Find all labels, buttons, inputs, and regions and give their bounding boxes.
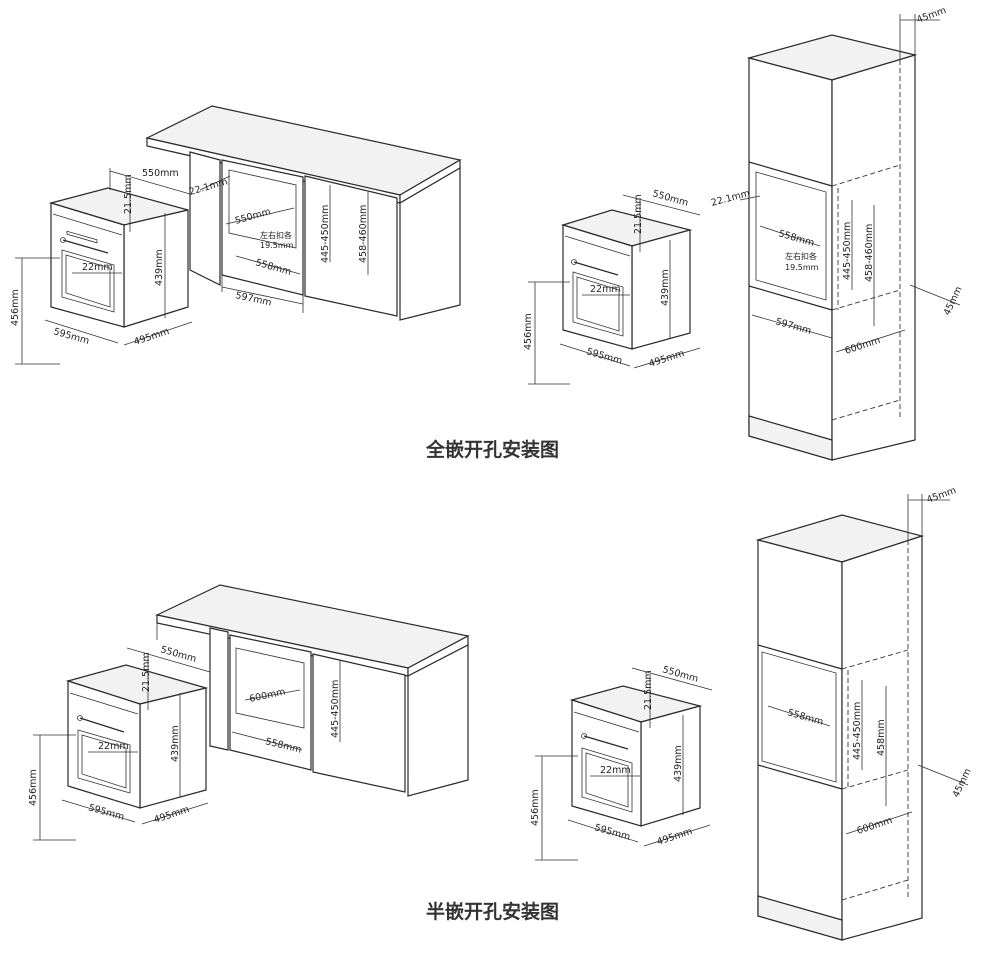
dim-opening-height: 445-450mm — [842, 222, 853, 280]
half-left-cabinet: 600mm 445-450mm 558mm — [155, 584, 470, 797]
dim-top-gap: 21.5mm — [141, 652, 152, 692]
oven-window — [581, 747, 633, 813]
right-door — [304, 175, 398, 317]
dim-top-gap: 21.5mm — [123, 174, 134, 214]
dim-width: 595mm — [52, 326, 90, 347]
oven-window-inner — [576, 276, 620, 332]
dim-outer-height: 458-460mm — [864, 224, 875, 282]
opening-inner — [228, 169, 297, 249]
tall-side — [841, 535, 923, 941]
oven-front-face — [50, 202, 125, 328]
tall-oven-opening — [755, 171, 827, 301]
note-line2: 19.5mm — [260, 241, 294, 250]
dim-body-depth: 495mm — [648, 348, 686, 370]
oven-handle — [583, 735, 629, 750]
oven-window-inner — [81, 734, 127, 789]
half-right-oven: 550mm 21.5mm 22mm 439mm 456mm 595mm 495m… — [530, 664, 713, 861]
tall-side — [831, 54, 916, 461]
oven-opening — [221, 159, 304, 296]
oven-window-inner — [65, 254, 111, 308]
cabinet-side — [399, 166, 461, 321]
handle-knob — [77, 715, 83, 721]
full-left-oven: 550mm 21.5mm 22mm 439mm 456mm 595mm 495m… — [10, 168, 193, 365]
dim-handle-gap: 22mm — [590, 284, 621, 295]
note-line2: 19.5mm — [785, 263, 819, 272]
tall-front — [757, 539, 843, 941]
oven-window — [77, 729, 131, 794]
dim-total-height: 456mm — [28, 769, 39, 806]
dim-body-depth: 495mm — [133, 326, 171, 348]
dim-width: 595mm — [87, 802, 125, 823]
dim-height: 439mm — [154, 249, 165, 286]
dim-top-gap: 21.5mm — [633, 194, 644, 234]
dim-body-depth: 495mm — [153, 804, 191, 826]
oven-opening — [229, 634, 312, 771]
full-tall-cabinet: 45mm 22.1mm 558mm 左右扣各 19.5mm 445-450mm … — [710, 5, 965, 461]
handle-knob — [571, 259, 577, 265]
oven-window-inner — [585, 752, 629, 808]
dim-handle-gap: 22mm — [600, 765, 631, 776]
oven-handle — [79, 717, 125, 733]
dim-top-offset: 45mm — [915, 5, 948, 26]
right-door — [312, 653, 406, 793]
dim-outer-width: 597mm — [234, 290, 272, 308]
full-right-oven: 550mm 21.5mm 22mm 439mm 456mm 595mm 495m… — [523, 188, 701, 385]
half-left-oven: 550mm 21.5mm 22mm 439mm 456mm 595mm 495m… — [28, 644, 211, 841]
dim-width: 595mm — [585, 346, 623, 367]
dim-handle-gap: 22mm — [82, 262, 113, 273]
title-half-embed: 半嵌开孔安装图 — [426, 900, 559, 923]
dim-total-height: 456mm — [523, 313, 534, 350]
oven-front-face — [67, 680, 141, 809]
control-panel-line — [52, 213, 123, 236]
dim-height: 439mm — [660, 269, 671, 306]
dim-side-offset: 45mm — [951, 767, 974, 799]
note-line1: 左右扣各 — [260, 230, 292, 240]
dim-width: 595mm — [593, 822, 631, 843]
left-door — [209, 627, 229, 751]
dim-depth: 550mm — [651, 188, 689, 209]
dim-top-offset: 45mm — [925, 485, 958, 506]
dim-opening-height: 445-450mm — [320, 205, 331, 263]
oven-handle — [573, 261, 619, 276]
handle-knob — [581, 733, 587, 739]
handle-knob — [60, 237, 66, 243]
dim-opening-height: 445-450mm — [852, 702, 863, 760]
dim-depth: 550mm — [142, 168, 179, 179]
note-line1: 左右扣各 — [785, 251, 817, 261]
opening-inner — [235, 647, 305, 729]
display-slot — [66, 230, 98, 244]
oven-window — [61, 249, 115, 313]
dim-depth: 550mm — [661, 664, 699, 685]
tall-plinth — [757, 895, 843, 941]
dim-depth: 550mm — [159, 644, 197, 665]
dim-body-depth: 495mm — [656, 826, 694, 848]
left-door — [189, 151, 221, 286]
dim-outer-height: 458-460mm — [358, 205, 369, 263]
dim-height: 439mm — [170, 725, 181, 762]
tall-oven-opening — [761, 651, 837, 783]
full-left-cabinet: 22.1mm 550mm 左右扣各 19.5mm 558mm 445-450mm… — [145, 105, 462, 321]
oven-handle — [62, 239, 109, 254]
dim-opening-height: 445-450mm — [330, 680, 341, 738]
dim-handle-gap: 22mm — [98, 741, 129, 752]
dim-outer-height: 458mm — [876, 719, 887, 756]
oven-front-face — [562, 224, 633, 350]
tall-plinth — [748, 415, 833, 461]
oven-window — [572, 271, 624, 337]
dim-total-height: 456mm — [530, 789, 541, 826]
dim-height: 439mm — [673, 745, 684, 782]
dim-total-height: 456mm — [10, 289, 21, 326]
title-full-embed: 全嵌开孔安装图 — [425, 438, 559, 461]
dim-side-offset: 45mm — [942, 285, 965, 317]
dim-side-gap: 22.1mm — [710, 188, 751, 209]
half-tall-cabinet: 45mm 558mm 445-450mm 458mm 45mm 600mm — [755, 485, 974, 941]
cabinet-side — [407, 644, 469, 797]
dim-top-gap: 21.5mm — [643, 670, 654, 710]
